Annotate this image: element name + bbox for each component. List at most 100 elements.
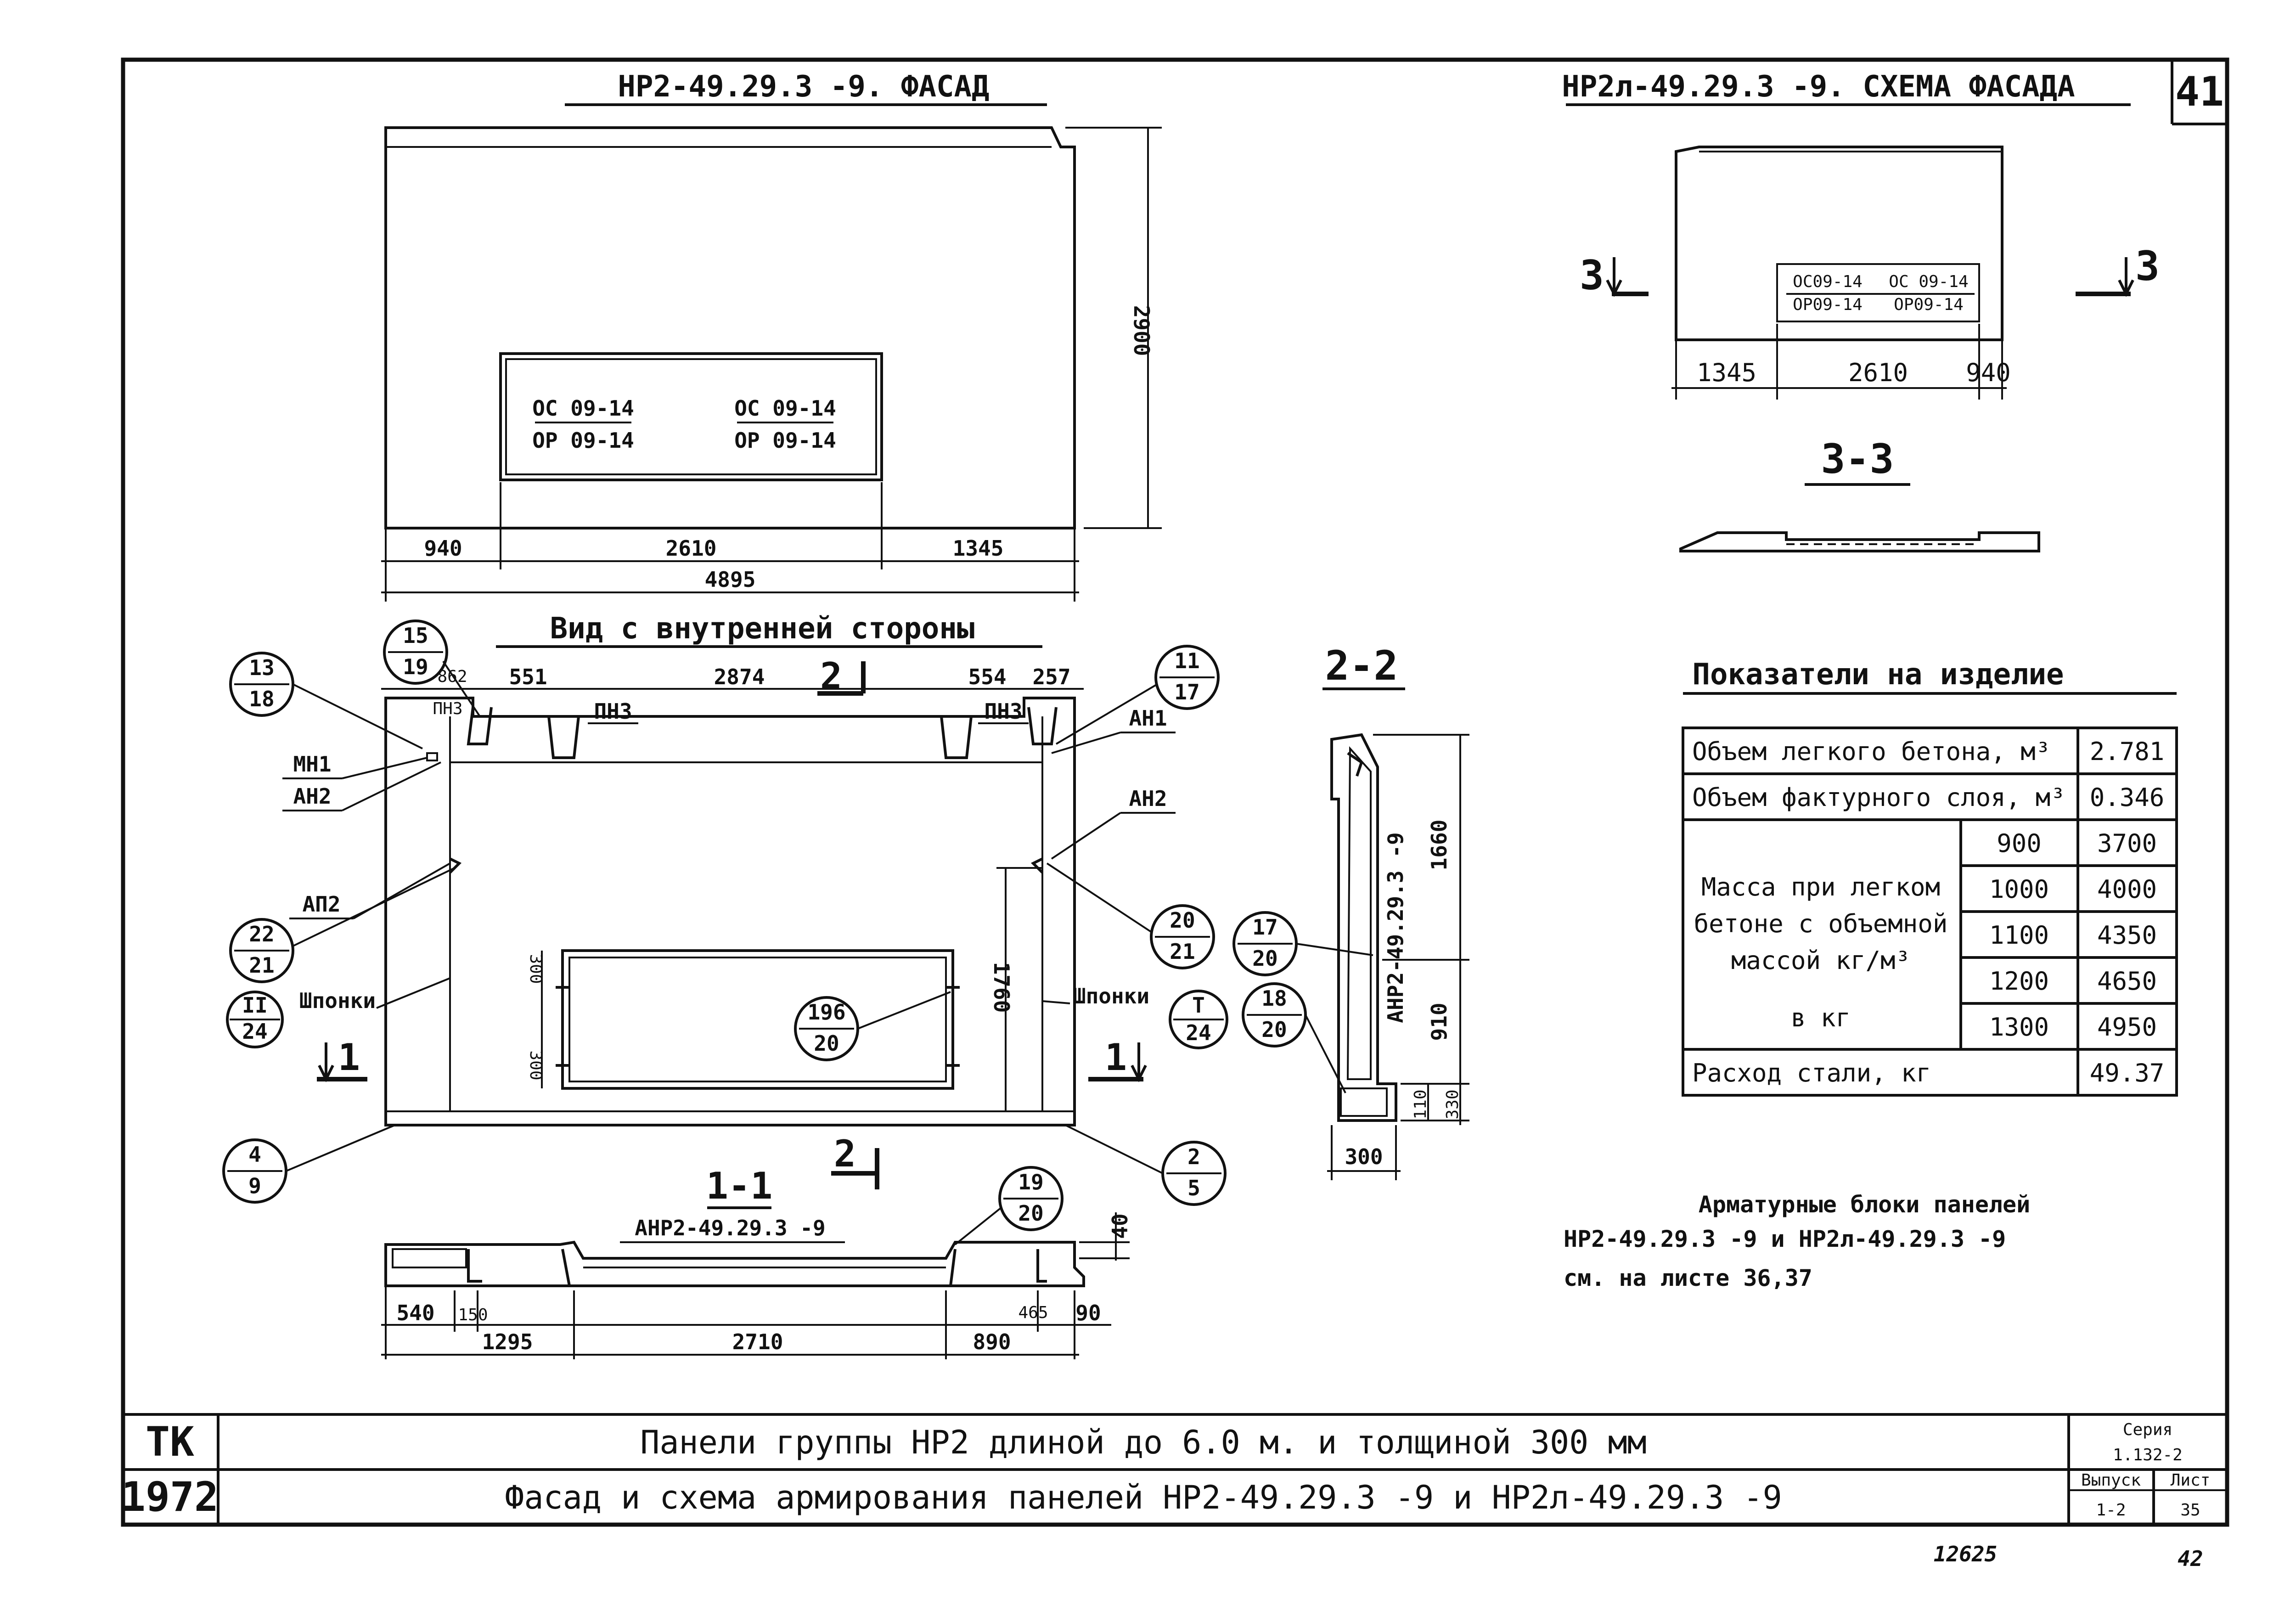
inner-view-window (556, 949, 960, 1090)
mass-density-1: 900 (1997, 829, 2042, 858)
section11-dimension-lines (381, 1286, 1111, 1359)
label-mn1: МН1 (293, 752, 331, 777)
mass-label-line-4: в кг (1791, 1003, 1851, 1032)
section11-dim-6: 2710 (732, 1329, 783, 1354)
callout-19-top: 19 (1018, 1170, 1043, 1194)
mass-label-line-2: бетоне с объемной (1694, 909, 1948, 938)
label-ap2: АП2 (302, 892, 340, 917)
callout-196-20 (794, 991, 951, 1061)
facade-dim-1: 940 (424, 536, 462, 561)
facade-title: НР2-49.29.3 -9. ФАСАД (618, 70, 989, 104)
section22-dim-3: 330 (1443, 1089, 1462, 1119)
facade-height-dimension-line (1065, 127, 1162, 529)
note-line-2: НР2-49.29.3 -9 и НР2л-49.29.3 -9 (1564, 1226, 2006, 1252)
cut2-bottom-mark (831, 1148, 879, 1189)
indicators-row-2-label: Объем фактурного слоя, м³ (1692, 783, 2065, 812)
stamp-year: 1972 (121, 1473, 219, 1521)
scheme-window (1776, 263, 1980, 322)
steel-label: Расход стали, кг (1692, 1059, 1931, 1087)
callout-17-20 (1232, 911, 1373, 976)
section11-dim-5: 1295 (482, 1329, 533, 1354)
callout-22-21 (229, 867, 455, 983)
section22-profile (1330, 733, 1397, 1122)
callout-15-bottom: 19 (403, 654, 428, 679)
footer-left-number: 12625 (1934, 1542, 1997, 1566)
scheme-cut-left: 3 (1580, 252, 1604, 299)
cut1-left-label: 1 (338, 1036, 360, 1079)
section22-label: 2-2 (1325, 642, 1398, 689)
scheme-cut-right-arrow (2076, 257, 2134, 297)
stamp-sheet-value: 35 (2180, 1501, 2200, 1520)
section22-vertical-text: АНР2-49.29.3 -9 (1383, 832, 1408, 1023)
callout-13-bottom: 18 (249, 687, 274, 711)
callout-19-20 (954, 1166, 1064, 1245)
facade-window-mark-2-bottom: ОР 09-14 (734, 428, 836, 453)
indicators-table (1682, 726, 2178, 1097)
cut2-top-mark (817, 661, 866, 696)
callout-15-19 (383, 619, 481, 717)
label-shponki-left: Шпонки (299, 988, 376, 1013)
callout-13-18 (229, 652, 423, 749)
facade-dimension-lines (381, 482, 1079, 602)
facade-window (499, 352, 883, 481)
cut2-bottom-label: 2 (834, 1132, 856, 1175)
stamp-sheet-label: Лист (2171, 1471, 2211, 1490)
inner-height-dim: 1760 (989, 962, 1014, 1013)
mass-label-line-1: Масса при легком (1701, 873, 1940, 901)
mass-density-2: 1000 (1989, 875, 2049, 904)
cut1-right-mark (1088, 1042, 1147, 1082)
label-pnz-left: ПНЗ (594, 699, 632, 724)
callout-2-bottom: 5 (1187, 1176, 1200, 1200)
cut2-top-label: 2 (820, 655, 842, 698)
stamp-issue-value: 1-2 (2096, 1501, 2126, 1520)
indicators-title: Показатели на изделие (1692, 658, 2064, 692)
label-pnz-right: ПНЗ (984, 699, 1022, 724)
section22-bottom-dim: 300 (1345, 1144, 1383, 1169)
mass-value-3: 4350 (2097, 921, 2157, 950)
sheet-frame (121, 57, 2229, 1527)
leader-an1 (1051, 732, 1121, 754)
callout-4-top: 4 (248, 1142, 261, 1167)
mass-value-1: 3700 (2097, 829, 2157, 858)
scheme-panel (1675, 146, 2003, 341)
label-shponki-right: Шпонки (1073, 984, 1149, 1008)
callout-T-bottom: 24 (1186, 1020, 1211, 1045)
callout-T-top: Т (1192, 993, 1205, 1018)
stamp-org: ТК (146, 1418, 194, 1465)
section11-label: 1-1 (706, 1165, 773, 1207)
callout-4-bottom: 9 (248, 1173, 261, 1198)
sheet-number: 41 (2175, 68, 2224, 115)
callout-19-bottom: 20 (1018, 1201, 1043, 1226)
label-an2-right: АН2 (1129, 786, 1167, 811)
scheme-window-mark-2-bottom: ОР09-14 (1894, 295, 1964, 314)
footer-right-number: 42 (2178, 1546, 2203, 1571)
facade-dim-2: 2610 (666, 536, 717, 561)
scheme-title: НР2л-49.29.3 -9. СХЕМА ФАСАДА (1562, 70, 2075, 104)
callout-11-top: 11 (1174, 648, 1199, 673)
callout-20-bottom: 21 (1170, 939, 1195, 964)
scheme-dimension-lines (1671, 324, 2007, 400)
callout-20-21 (1046, 862, 1215, 969)
callout-2-top: 2 (1187, 1144, 1200, 1169)
mass-value-4: 4650 (2097, 967, 2157, 996)
scheme-window-mark-1-top: ОС09-14 (1793, 272, 1863, 291)
stamp-issue-label: Выпуск (2081, 1471, 2141, 1490)
stamp-series-value: 1.132-2 (2113, 1446, 2183, 1464)
inner-top-dim-5: 257 (1032, 665, 1070, 689)
section11-dim-4: 90 (1075, 1301, 1101, 1325)
callout-11-bottom: 17 (1174, 680, 1199, 704)
callout-22-top: 22 (249, 922, 274, 946)
callout-18-bottom: 20 (1261, 1017, 1287, 1042)
callout-17-top: 17 (1252, 915, 1277, 940)
mass-label-line-3: массой кг/м³ (1731, 946, 1910, 975)
facade-window-mark-1-top: ОС 09-14 (532, 396, 634, 421)
callout-II-24 (226, 991, 284, 1048)
inner-top-dim-2: 551 (509, 665, 547, 689)
callout-2-5 (1065, 1124, 1227, 1206)
scheme-cut-right: 3 (2135, 242, 2160, 290)
inner-top-dim-4: 554 (968, 665, 1006, 689)
leader-an2-left (342, 761, 441, 811)
section11-top-dim-line (1079, 1212, 1130, 1261)
note-line-3: см. на листе 36,37 (1564, 1265, 1812, 1291)
